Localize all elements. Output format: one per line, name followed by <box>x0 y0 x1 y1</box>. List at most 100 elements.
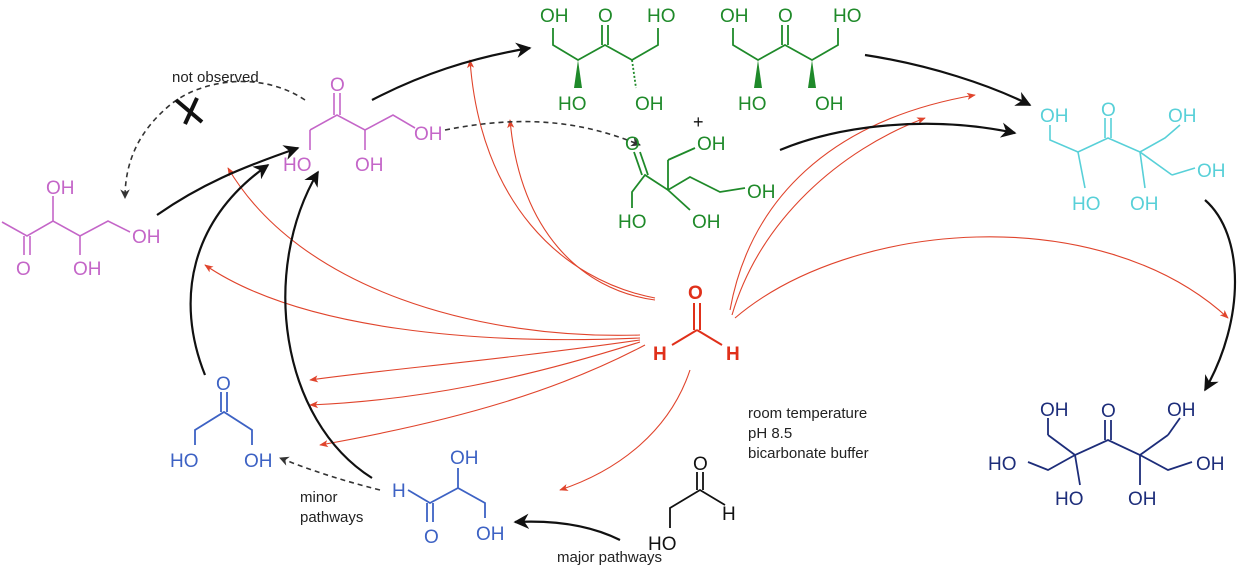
formaldehyde-arrow <box>559 369 691 491</box>
atom-label: O <box>693 454 708 475</box>
condition-buffer: bicarbonate buffer <box>748 445 869 462</box>
bond <box>696 329 723 346</box>
atom-label: O <box>625 134 640 155</box>
bond <box>309 114 416 131</box>
atom-label: OH <box>1040 106 1069 127</box>
formaldehyde-arrow <box>729 92 976 311</box>
atom-label: O <box>216 374 231 395</box>
hashed-bond <box>631 59 637 89</box>
formaldehyde-arrows <box>204 59 1229 491</box>
atom-label: O <box>1101 401 1116 422</box>
molecule-product: OH O OH HO OH HO OH <box>988 400 1225 510</box>
bond <box>1167 417 1181 436</box>
atom-label: OH <box>244 451 273 472</box>
atom-label: OH <box>1040 400 1069 421</box>
atom-label: HO <box>283 155 312 176</box>
atom-label: HO <box>988 454 1017 475</box>
molecule-aldopentose: O OH OH OH <box>1 178 161 280</box>
molecule-formaldehyde: O H H <box>653 283 740 365</box>
bond <box>407 486 486 518</box>
pathway-arrow <box>156 145 300 216</box>
plus-sign: + <box>693 112 704 132</box>
atom-label: OH <box>1196 454 1225 475</box>
formaldehyde-arrow <box>731 117 926 316</box>
condition-ph: pH 8.5 <box>748 425 792 442</box>
formaldehyde-arrow <box>309 339 641 383</box>
bond <box>669 488 726 528</box>
atom-label: O <box>330 75 345 96</box>
atom-label: HO <box>170 451 199 472</box>
bond <box>1171 167 1196 176</box>
atom-label: OH <box>1168 106 1197 127</box>
bond <box>1049 124 1181 153</box>
bond <box>667 189 691 211</box>
wedge-bond <box>808 60 816 88</box>
atom-label: OH <box>720 6 749 27</box>
molecule-hexulose-2: OH O HO HO OH <box>720 6 862 115</box>
atom-label: OH <box>697 134 726 155</box>
pathway-arrow <box>371 42 532 101</box>
bond <box>1 220 131 237</box>
atom-label: OH <box>476 524 505 545</box>
formaldehyde-arrow <box>204 264 641 341</box>
conditions-text: room temperature pH 8.5 bicarbonate buff… <box>748 405 869 462</box>
pathways-label: pathways <box>300 509 363 526</box>
atom-label: O <box>1101 100 1116 121</box>
pathway-arrow <box>779 122 1017 152</box>
wedge-bond <box>574 60 582 88</box>
atom-label: O <box>16 259 31 280</box>
minor-label: minor <box>300 489 338 506</box>
bond <box>1077 151 1086 189</box>
molecule-hexulose-1: OH O HO HO OH <box>540 6 676 115</box>
dashed-arrow <box>444 120 641 147</box>
atom-label: OH <box>1167 400 1196 421</box>
atom-label: OH <box>635 94 664 115</box>
atom-label: OH <box>355 155 384 176</box>
molecule-dihydroxyacetone: O HO OH <box>170 374 273 472</box>
atom-label: O <box>424 527 439 548</box>
atom-label: HO <box>1072 194 1101 215</box>
major-pathway-arrow <box>513 513 621 541</box>
atom-label: O <box>598 6 613 27</box>
pathway-arrows <box>120 42 1236 541</box>
bond <box>732 28 839 62</box>
bond <box>1139 434 1169 456</box>
bond <box>633 151 643 176</box>
atom-label: HO <box>647 6 676 27</box>
molecule-branched-hexulose: OH O OH OH HO OH <box>1040 100 1226 215</box>
atom-label: OH <box>46 178 75 199</box>
formaldehyde-arrow <box>467 59 656 299</box>
bond <box>671 329 698 346</box>
atom-label: OH <box>73 259 102 280</box>
atom-label: OH <box>132 227 161 248</box>
atom-label: OH <box>1128 489 1157 510</box>
formaldehyde-arrow <box>309 341 641 409</box>
bond <box>1047 434 1076 456</box>
atom-label: O <box>688 283 703 304</box>
blocked-x-icon <box>174 97 204 125</box>
atom-label: OH <box>692 212 721 233</box>
bond <box>639 151 649 176</box>
atom-label: OH <box>450 448 479 469</box>
formaldehyde-arrow <box>227 167 641 336</box>
atom-label: OH <box>414 124 443 145</box>
pathway-arrow <box>284 170 373 479</box>
atom-label: HO <box>1055 489 1084 510</box>
atom-label: O <box>778 6 793 27</box>
bond <box>1139 151 1173 176</box>
bond <box>631 173 746 208</box>
bond <box>194 410 253 445</box>
atom-label: HO <box>833 6 862 27</box>
condition-temperature: room temperature <box>748 405 867 422</box>
bond <box>667 147 696 161</box>
atom-label: OH <box>540 6 569 27</box>
atom-label: HO <box>648 534 677 555</box>
pathway-arrow <box>189 164 270 376</box>
formaldehyde-arrow <box>734 236 1229 319</box>
minor-pathways-label: minor pathways <box>300 489 363 526</box>
atom-label: H <box>653 344 667 365</box>
major-pathways-label: major pathways <box>557 549 662 566</box>
molecule-glyceraldehyde: H O OH OH <box>392 448 505 548</box>
